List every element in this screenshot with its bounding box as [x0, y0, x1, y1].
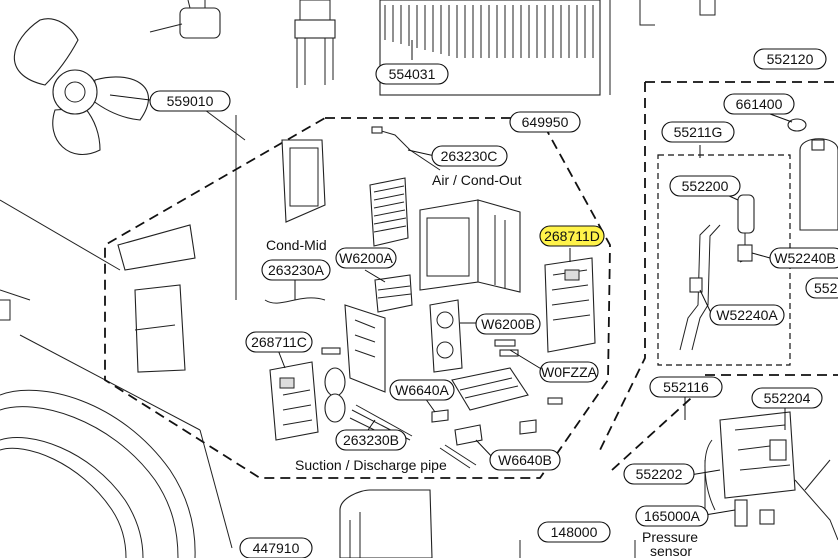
label-263230A: 263230A — [268, 262, 325, 278]
label-552-partial: 552 — [814, 280, 838, 296]
refrigerant-parts — [679, 118, 838, 541]
label-263230C: 263230C — [441, 148, 498, 164]
label-165000A: 165000A — [644, 508, 701, 524]
part-labels: 559010 554031 649950 263230C Air / Cond-… — [149, 48, 838, 558]
label-W6640B: W6640B — [498, 452, 552, 468]
label-W6640A: W6640A — [395, 382, 449, 398]
label-W6200B: W6200B — [481, 316, 535, 332]
label-268711C: 268711C — [251, 334, 307, 350]
caption-pressure: Pressure — [642, 529, 698, 545]
label-268711D: 268711D — [544, 228, 600, 244]
caption-sensor: sensor — [650, 543, 692, 558]
stand-bracket — [294, 0, 336, 88]
subgroup-boundary — [657, 154, 791, 366]
label-552204: 552204 — [764, 390, 811, 406]
label-55211G: 55211G — [674, 124, 723, 140]
label-W52240A: W52240A — [716, 307, 778, 323]
refrigerant-group-boundary — [599, 82, 646, 451]
caption-cond-mid: Cond-Mid — [266, 237, 327, 253]
label-649950: 649950 — [522, 114, 569, 130]
fan-guard — [0, 389, 196, 558]
label-447910: 447910 — [253, 540, 300, 556]
label-552200: 552200 — [682, 178, 729, 194]
condenser-coil — [379, 0, 601, 96]
label-552116: 552116 — [663, 379, 709, 395]
label-552120: 552120 — [767, 51, 814, 67]
label-W6200A: W6200A — [339, 250, 393, 266]
label-148000: 148000 — [551, 524, 598, 540]
caption-suction-discharge: Suction / Discharge pipe — [295, 457, 447, 473]
label-554031: 554031 — [389, 66, 436, 82]
label-W52240B: W52240B — [774, 250, 835, 266]
label-552202: 552202 — [636, 466, 683, 482]
caption-air-cond-out: Air / Cond-Out — [432, 172, 522, 188]
label-559010: 559010 — [167, 93, 214, 109]
label-W0FZZA: W0FZZA — [541, 364, 598, 380]
fan-assembly — [0, 0, 246, 549]
control-box-boundary — [104, 117, 611, 479]
control-box-parts — [117, 126, 596, 469]
bottom-parts — [339, 489, 636, 558]
label-661400: 661400 — [736, 96, 783, 112]
label-263230B: 263230B — [343, 432, 399, 448]
top-right-brackets — [609, 0, 716, 95]
